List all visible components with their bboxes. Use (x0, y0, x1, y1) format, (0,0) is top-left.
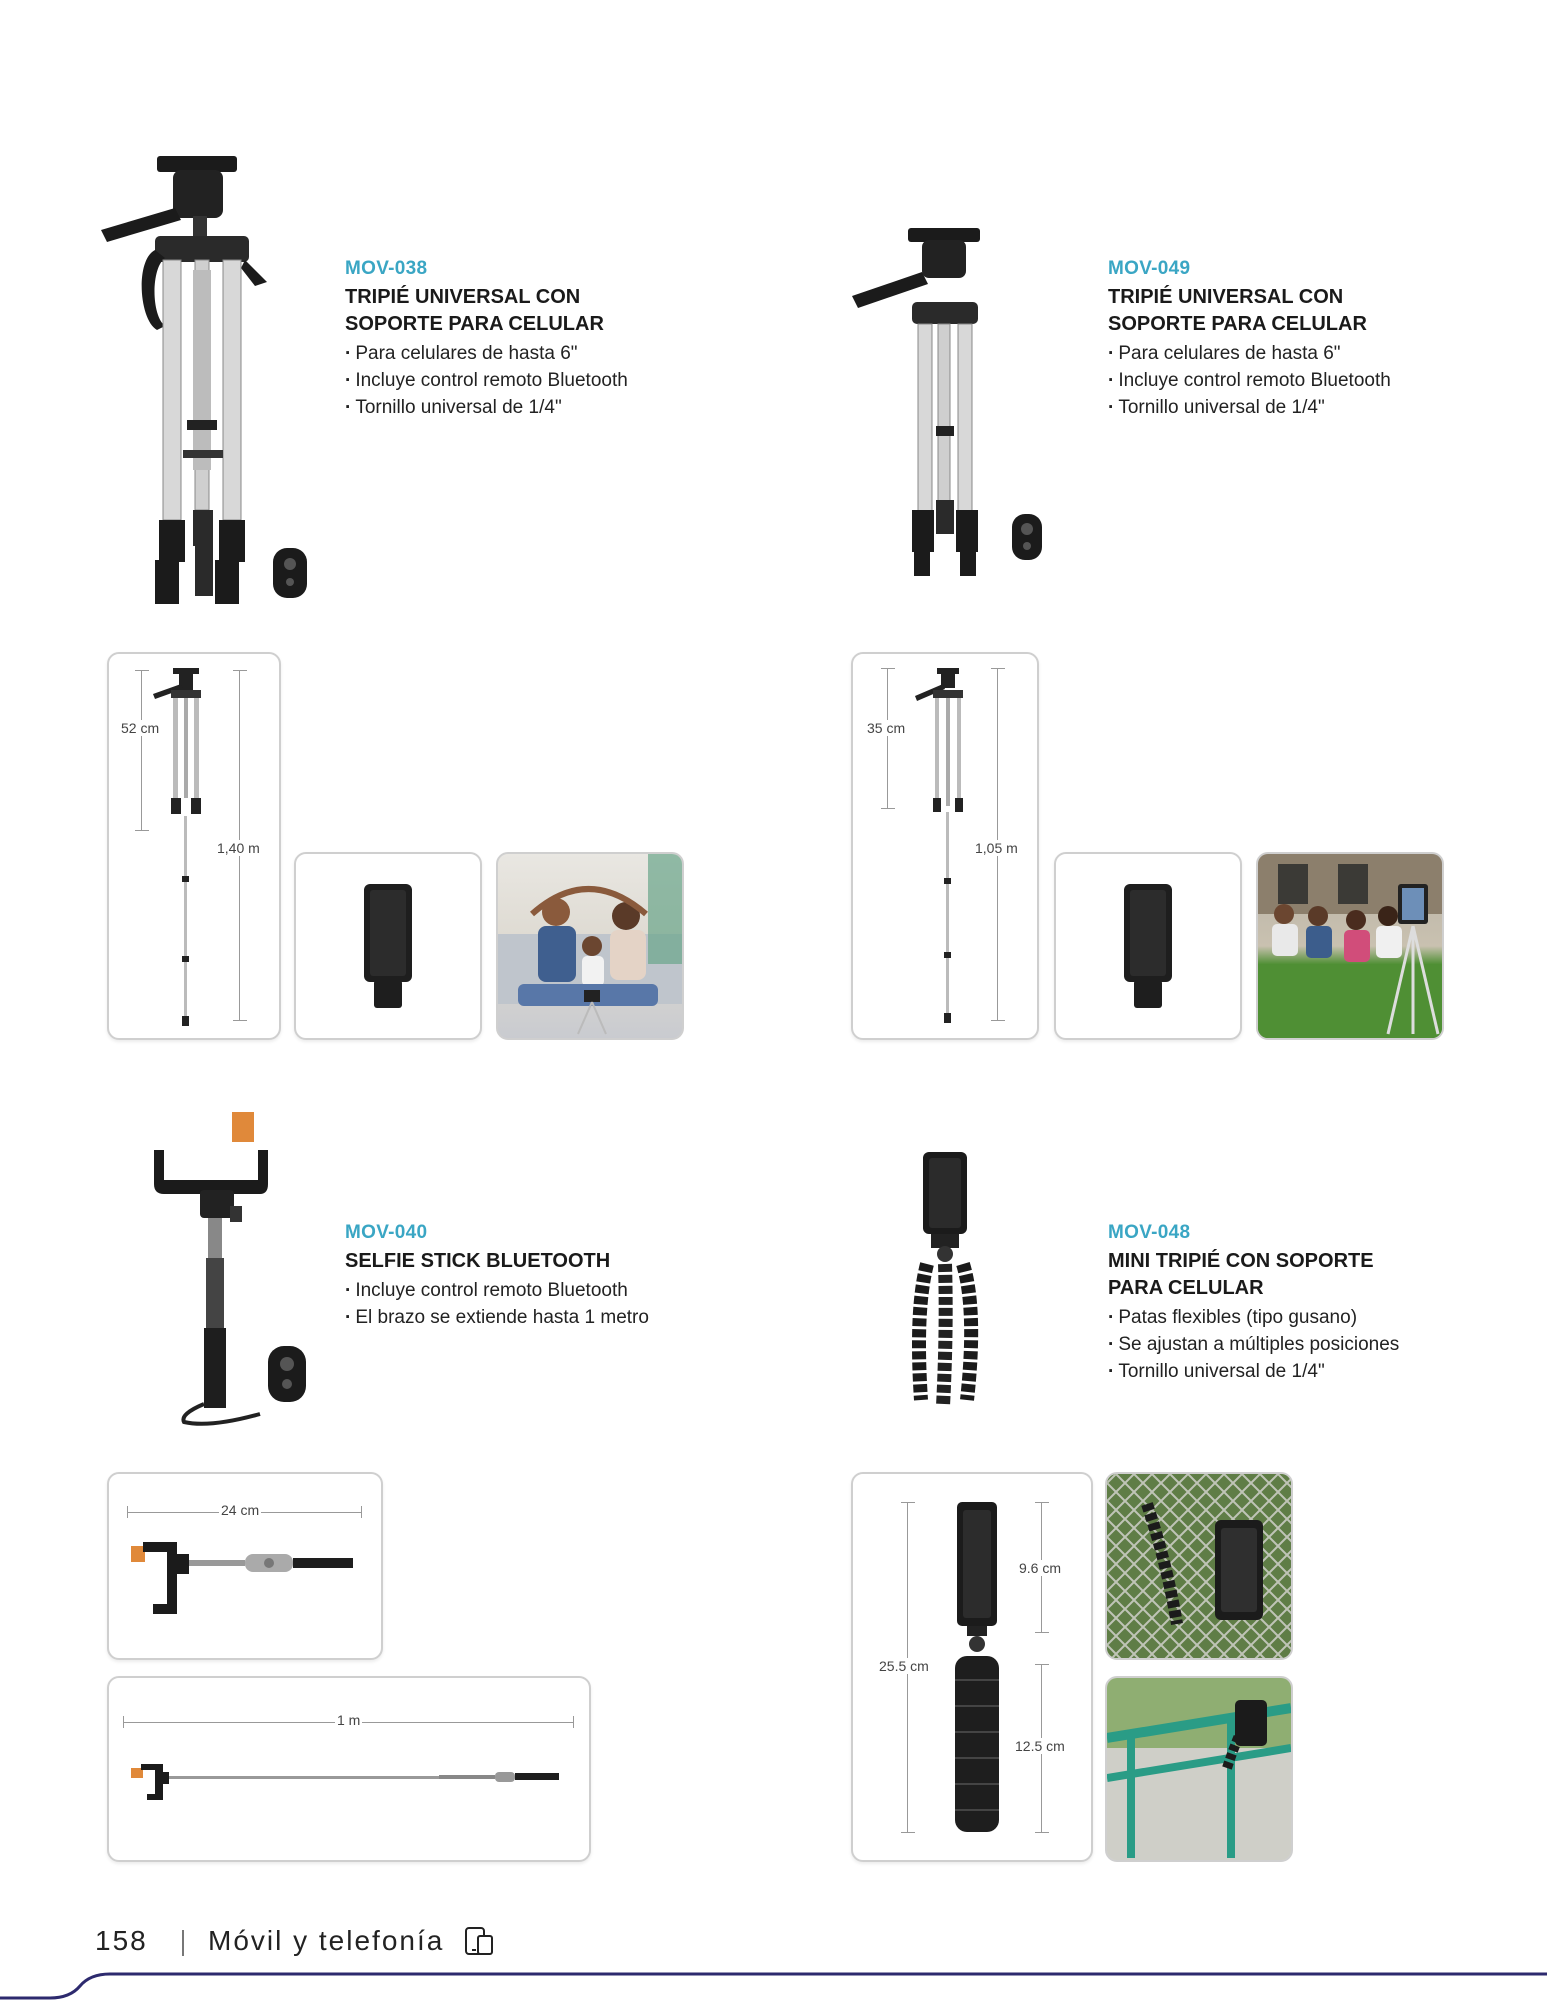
dimension-label: 1,05 m (973, 840, 1020, 856)
dimension-label: 24 cm (219, 1502, 262, 1518)
product-title: TRIPIÉ UNIVERSAL CON SOPORTE PARA CELULA… (345, 284, 705, 338)
product-title: TRIPIÉ UNIVERSAL CON SOPORTE PARA CELULA… (1108, 284, 1468, 338)
dimensions-card-mov038: 52 cm 1,40 m (107, 652, 281, 1040)
footer-separator (182, 1930, 184, 1956)
dimension-tick (127, 1506, 128, 1518)
feature-item: Para celulares de hasta 6" (345, 340, 705, 367)
product-info-mov049: MOV-049 TRIPIÉ UNIVERSAL CON SOPORTE PAR… (1108, 258, 1468, 421)
family-photo-outdoor (1256, 852, 1444, 1040)
product-info-mov040: MOV-040 SELFIE STICK BLUETOOTH Incluye c… (345, 1222, 705, 1331)
page-number: 158 (95, 1925, 148, 1956)
photo-mini-tripod-on-rail (1105, 1676, 1293, 1862)
title-line: TRIPIÉ UNIVERSAL CON (345, 286, 581, 308)
title-line: PARA CELULAR (1108, 1277, 1264, 1299)
phone-holder-card-mov038 (294, 852, 482, 1040)
dimension-tick (135, 830, 149, 831)
dimension-tick (123, 1716, 124, 1728)
dimension-label: 25.5 cm (877, 1658, 931, 1674)
dimension-label: 1,40 m (215, 840, 262, 856)
dimension-tick (135, 670, 149, 671)
phone-holder-card-mov049 (1054, 852, 1242, 1040)
product-code: MOV-048 (1108, 1222, 1191, 1243)
feature-item: Incluye control remoto Bluetooth (345, 367, 705, 394)
dimension-tick (991, 668, 1005, 669)
feature-item: Tornillo universal de 1/4" (1108, 1358, 1468, 1385)
product-info-mov048: MOV-048 MINI TRIPIÉ CON SOPORTE PARA CEL… (1108, 1222, 1468, 1385)
feature-item: Incluye control remoto Bluetooth (1108, 367, 1468, 394)
section-title: Móvil y telefonía (208, 1925, 445, 1956)
feature-list: Incluye control remoto Bluetooth El braz… (345, 1277, 705, 1331)
feature-list: Para celulares de hasta 6" Incluye contr… (345, 340, 705, 421)
mini-tripod-mov048-image (912, 1152, 979, 1407)
product-title: MINI TRIPIÉ CON SOPORTE PARA CELULAR (1108, 1248, 1468, 1302)
dimensions-card-mov048: 25.5 cm 9.6 cm 12.5 cm (851, 1472, 1093, 1862)
dimensions-card-mov049: 35 cm 1,05 m (851, 652, 1039, 1040)
selfie-stick-short-dimensions: 24 cm (107, 1472, 383, 1660)
product-code: MOV-038 (345, 258, 428, 279)
dimension-tick (991, 1020, 1005, 1021)
phone-holder-icon (1124, 884, 1172, 1008)
dimension-tick (233, 1020, 247, 1021)
family-illustration (498, 854, 682, 1035)
dimension-tick (1035, 1832, 1049, 1833)
product-code: MOV-040 (345, 1222, 428, 1243)
dimension-line (887, 668, 888, 808)
title-line: MINI TRIPIÉ CON SOPORTE (1108, 1250, 1374, 1272)
dimension-tick (1035, 1632, 1049, 1633)
product-code: MOV-049 (1108, 258, 1191, 279)
dimension-tick (881, 808, 895, 809)
product-info-mov038: MOV-038 TRIPIÉ UNIVERSAL CON SOPORTE PAR… (345, 258, 705, 421)
dimension-label: 12.5 cm (1013, 1738, 1067, 1754)
feature-item: Se ajustan a múltiples posiciones (1108, 1331, 1468, 1358)
feature-item: Incluye control remoto Bluetooth (345, 1277, 705, 1304)
feature-list: Para celulares de hasta 6" Incluye contr… (1108, 340, 1468, 421)
title-line: SELFIE STICK BLUETOOTH (345, 1250, 611, 1272)
tripod-diagram (153, 668, 201, 1026)
family-outdoor-illustration (1258, 854, 1442, 1038)
dimension-label: 1 m (335, 1712, 363, 1728)
tripod-mov049-image (852, 228, 1042, 576)
feature-item: Patas flexibles (tipo gusano) (1108, 1304, 1468, 1331)
feature-list: Patas flexibles (tipo gusano) Se ajustan… (1108, 1304, 1468, 1385)
feature-item: El brazo se extiende hasta 1 metro (345, 1304, 705, 1331)
dimension-label: 52 cm (119, 720, 162, 736)
mini-tripod-diagram (955, 1502, 999, 1832)
dimension-tick (573, 1716, 574, 1728)
phone-holder-icon (364, 884, 412, 1008)
phone-tablet-icon (465, 1927, 493, 1955)
fence-illustration (1107, 1474, 1291, 1658)
selfie-stick-extended-dimensions: 1 m (107, 1676, 591, 1862)
dimension-tick (1035, 1664, 1049, 1665)
tripod-diagram (915, 668, 963, 1023)
dimension-tick (233, 670, 247, 671)
selfie-stick-extended-diagram (131, 1764, 559, 1800)
dimension-tick (901, 1832, 915, 1833)
dimension-tick (901, 1502, 915, 1503)
title-line: SOPORTE PARA CELULAR (1108, 313, 1367, 335)
title-line: TRIPIÉ UNIVERSAL CON (1108, 286, 1344, 308)
dimension-tick (1035, 1502, 1049, 1503)
selfie-stick-mov040-image (154, 1112, 306, 1426)
rail-illustration (1107, 1678, 1291, 1860)
footer-line (0, 1972, 1547, 2000)
photo-mini-tripod-on-fence (1105, 1472, 1293, 1660)
feature-item: Para celulares de hasta 6" (1108, 340, 1468, 367)
dimension-label: 9.6 cm (1017, 1560, 1064, 1576)
dimension-label: 35 cm (865, 720, 908, 736)
feature-item: Tornillo universal de 1/4" (345, 394, 705, 421)
title-line: SOPORTE PARA CELULAR (345, 313, 604, 335)
dimension-tick (361, 1506, 362, 1518)
tripod-mov038-image (101, 156, 307, 604)
selfie-stick-collapsed-diagram (131, 1542, 353, 1614)
product-title: SELFIE STICK BLUETOOTH (345, 1248, 705, 1275)
dimension-tick (881, 668, 895, 669)
family-photo-living-room (496, 852, 684, 1040)
dimension-line (141, 670, 142, 830)
feature-item: Tornillo universal de 1/4" (1108, 394, 1468, 421)
